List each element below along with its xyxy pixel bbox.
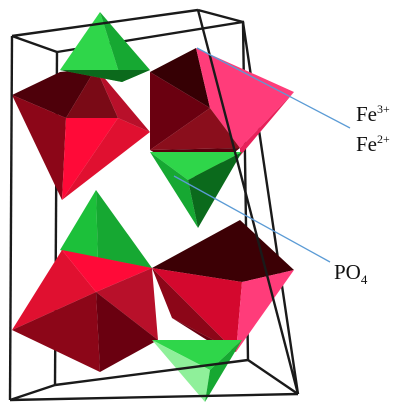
po4-base: PO (334, 260, 361, 284)
fe-octahedron-upper-left (12, 68, 150, 200)
po4-label: PO4 (334, 260, 367, 287)
po4-subscript: 4 (360, 272, 368, 287)
po4-leader-line (173, 175, 331, 263)
fe-octahedron-lower-right (152, 220, 294, 352)
phosphate-tetrahedron-middle (150, 152, 242, 228)
fe-octahedron-lower-left (12, 250, 158, 372)
fe2-charge: 2+ (377, 132, 390, 146)
fe3-element: Fe (356, 102, 377, 126)
fe2-element: Fe (356, 132, 377, 156)
fe2-label: Fe2+ (356, 132, 390, 156)
phosphate-tetrahedron-bottom (152, 340, 242, 402)
fe3-label: Fe3+ (356, 102, 390, 126)
phosphate-tetrahedron-top (60, 12, 150, 82)
fe-leader-line (196, 47, 351, 129)
fe3-charge: 3+ (377, 102, 390, 116)
unit-cell-front-edges (8, 8, 300, 402)
